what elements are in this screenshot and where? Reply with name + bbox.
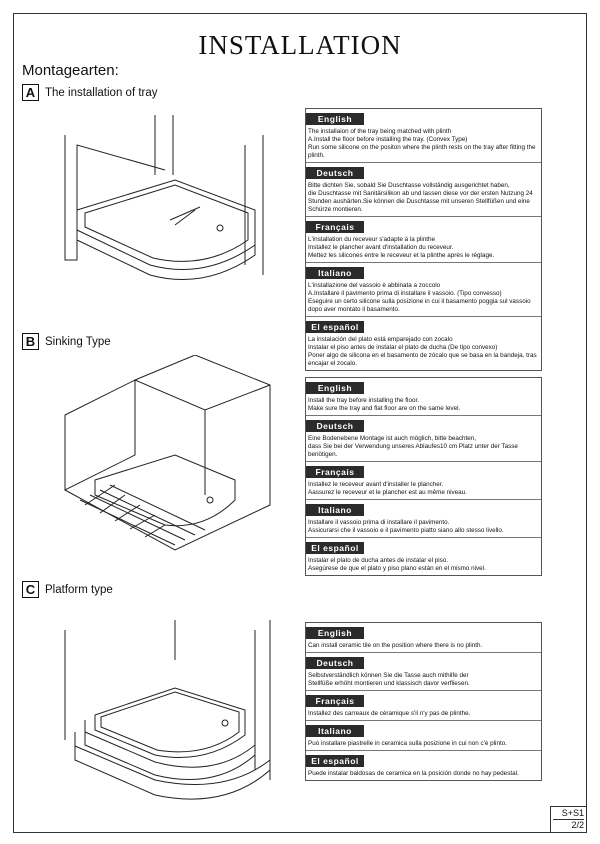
language-label: Italiano — [306, 267, 364, 279]
page-title: INSTALLATION — [198, 30, 402, 60]
section-heading-b: B Sinking Type — [22, 333, 111, 350]
language-label: Deutsch — [306, 167, 364, 179]
language-label: Français — [306, 695, 364, 707]
sinking-type-illustration — [64, 355, 271, 551]
page-subtitle: Montagearten: — [22, 62, 119, 79]
page-border — [13, 13, 587, 833]
page-number: 2/2 — [553, 819, 584, 831]
section-letter: B — [22, 333, 39, 350]
page-footer: S+S1 2/2 — [550, 806, 587, 833]
language-text: L'installation du receveur s'adapte à la… — [308, 236, 495, 259]
language-label: Italiano — [306, 504, 364, 516]
language-text: The installaion of the tray being matche… — [308, 128, 536, 159]
language-text: Bitte dichten Sie, sobald Sie Duschtasse… — [308, 182, 533, 213]
platform-type-illustration — [64, 620, 271, 800]
language-label: El español — [306, 542, 364, 554]
language-label: English — [306, 627, 364, 639]
language-text: Can install ceramic tile on the position… — [308, 642, 483, 649]
language-label: Deutsch — [306, 420, 364, 432]
language-label: Français — [306, 466, 364, 478]
section-title: Sinking Type — [45, 335, 111, 348]
language-text: Instalar el plato de ducha antes de inst… — [308, 557, 486, 572]
language-label: English — [306, 382, 364, 394]
language-text: Selbstverständlich können Sie die Tasse … — [308, 672, 470, 687]
language-text: L'installazione del vassoio è abbinata a… — [308, 282, 531, 313]
section-letter: C — [22, 581, 39, 598]
language-label: English — [306, 113, 364, 125]
section-title: Platform type — [45, 583, 113, 596]
model-code: S+S1 — [561, 808, 584, 818]
section-title: The installation of tray — [45, 86, 158, 99]
language-label: Français — [306, 221, 364, 233]
language-text: Può installare piastrelle in ceramica su… — [308, 740, 507, 747]
language-text: La instalación del plato está emparejado… — [308, 336, 537, 367]
language-text: Installez des carreaux de céramique s'il… — [308, 710, 471, 717]
language-text: Eine Bodenebene Montage ist auch möglich… — [308, 435, 518, 458]
language-text: Puede instalar baldosas de ceramica en l… — [308, 770, 519, 777]
language-text: Install the tray before installing the f… — [308, 397, 461, 412]
language-label: Deutsch — [306, 657, 364, 669]
language-label: El español — [306, 321, 364, 333]
language-label: Italiano — [306, 725, 364, 737]
language-text: Installare il vassoio prima di installar… — [308, 519, 504, 534]
tray-with-plinth-illustration — [64, 115, 264, 280]
section-heading-c: C Platform type — [22, 581, 113, 598]
language-text: Installez le receveur avant d'installer … — [308, 481, 467, 496]
language-label: El español — [306, 755, 364, 767]
section-letter: A — [22, 84, 39, 101]
section-heading-a: A The installation of tray — [22, 84, 158, 101]
language-block: El español La instalación del plato está … — [306, 316, 541, 370]
